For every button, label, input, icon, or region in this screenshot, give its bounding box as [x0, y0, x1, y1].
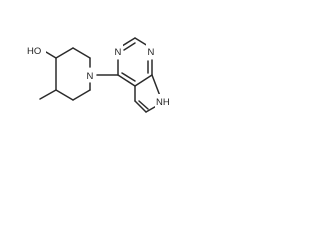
bond-pyr-c2-n3 [121, 37, 136, 47]
bond-pip-c4-c3a [55, 47, 74, 59]
molecule-drawing: N N N HO NH [26, 37, 175, 113]
pyrrole-nh-label: NH [156, 97, 170, 108]
pyrimidine-n3-label: N [115, 47, 122, 58]
n1-label-bg [146, 44, 156, 58]
bond-pyr-n1-c2 [134, 37, 149, 47]
bond-c4-oh [45, 51, 57, 59]
pyrimidine-n1-label: N [148, 47, 155, 58]
bond-pip-c3a-c2a [72, 47, 91, 59]
ho-label-bg [26, 43, 46, 57]
bond-c4-methyl [39, 89, 57, 100]
bond-pyrrole-double [138, 100, 149, 110]
bond-pyrrole-c5-c6 [134, 100, 147, 113]
bond-pyr-double-1 [121, 72, 136, 82]
bond-pip-c2b-c3b [72, 89, 91, 101]
chemical-structure-canvas: N N N HO NH [0, 0, 192, 124]
hydroxyl-label: HO [27, 46, 41, 57]
piperidine-nitrogen-label: N [87, 71, 94, 82]
n3-label-bg [113, 44, 123, 58]
bond-pyr-double-3 [123, 42, 136, 51]
n-label-bg [85, 68, 95, 82]
bond-pyr-c4-c4a [117, 74, 136, 87]
nh-label-bg [155, 94, 175, 108]
bond-pyrrole-n7-c7a [151, 74, 161, 97]
bond-pip-c3b-c4 [55, 89, 74, 101]
bond-pyr-c4a-c7a [134, 74, 153, 87]
